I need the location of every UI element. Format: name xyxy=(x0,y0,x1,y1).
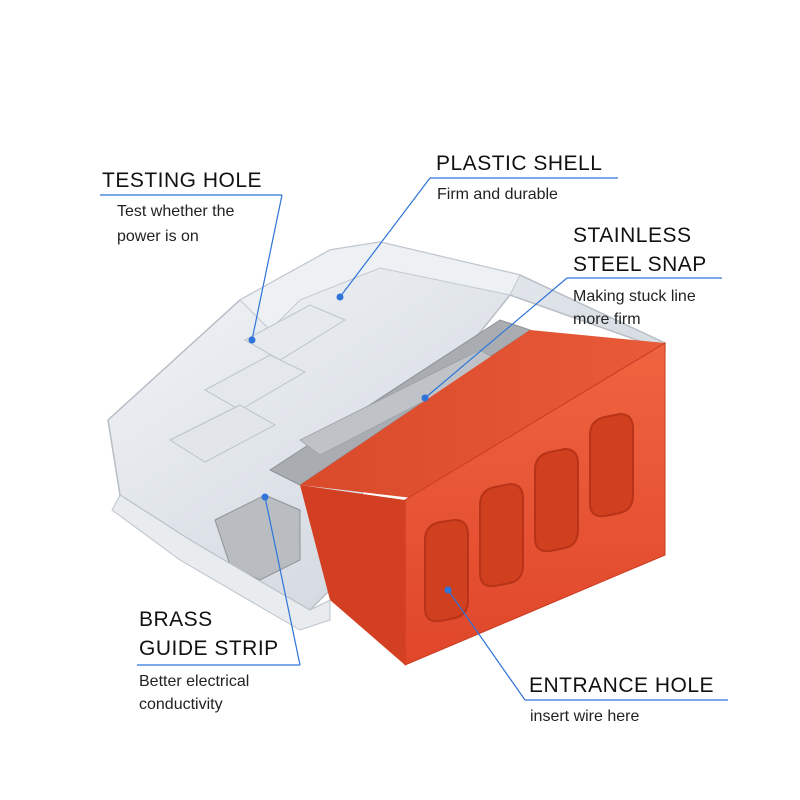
brass-strip-desc-line2: conductivity xyxy=(139,696,223,713)
testing-hole-title: TESTING HOLE xyxy=(102,169,263,192)
leader-brass-strip xyxy=(264,496,301,666)
leader-stainless-snap xyxy=(424,277,568,399)
stainless-snap-desc-line1: Making stuck line xyxy=(573,288,696,305)
red-body-top xyxy=(300,330,665,500)
stainless-snap-desc-line2: more firm xyxy=(573,311,641,328)
brass-strip-desc-line1: Better electrical xyxy=(139,673,250,690)
stainless-snap-title-line1: STAINLESS xyxy=(573,224,692,247)
red-body-side xyxy=(300,485,405,665)
leader-plastic-shell xyxy=(339,177,431,298)
entrance-hole xyxy=(479,482,524,588)
leader-entrance-hole xyxy=(447,589,526,701)
shell-ridge xyxy=(203,354,307,411)
plastic-shell-title: PLASTIC SHELL xyxy=(436,152,603,175)
shell-ridge xyxy=(168,404,277,463)
entrance-holes xyxy=(424,412,634,623)
testing-hole xyxy=(243,304,347,361)
entrance-hole-title: ENTRANCE HOLE xyxy=(529,674,715,697)
shell-bottom-lip xyxy=(111,494,331,631)
entrance-hole xyxy=(589,412,634,518)
testing-hole-desc-line2: power is on xyxy=(117,228,199,245)
shell-upper-step xyxy=(239,241,521,331)
plastic-shell-desc: Firm and durable xyxy=(437,186,558,203)
entrance-hole xyxy=(534,447,579,553)
brass-strip-title-line2: GUIDE STRIP xyxy=(139,637,279,660)
leader-testing-hole xyxy=(251,194,283,341)
testing-hole-desc-line1: Test whether the xyxy=(117,203,235,220)
brass-strip-title-line1: BRASS xyxy=(139,608,213,631)
entrance-hole xyxy=(424,518,469,623)
entrance-hole-desc: insert wire here xyxy=(530,708,640,725)
stainless-snap-title-line2: STEEL SNAP xyxy=(573,253,707,276)
